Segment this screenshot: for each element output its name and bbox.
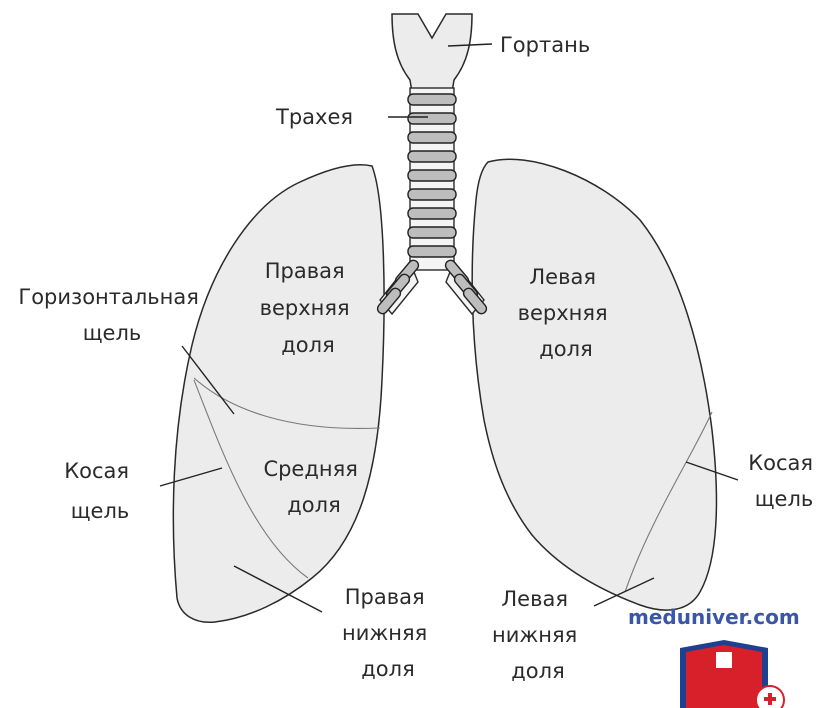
oblique-fissure-left-label: Косая щель xyxy=(748,451,820,511)
middle-lobe-label: Средняя доля xyxy=(263,457,364,517)
right-lower-lobe-leader xyxy=(233,565,323,613)
horizontal-fissure-label: Горизонтальная щель xyxy=(18,285,205,345)
right-bronchus-rings xyxy=(376,259,420,315)
oblique-fissure-right-leader xyxy=(159,467,223,487)
right-lower-lobe-label: Правая нижняя доля xyxy=(342,585,434,681)
trachea-label: Трахея xyxy=(275,105,353,129)
larynx xyxy=(391,13,473,93)
left-lower-lobe-label: Левая нижняя доля xyxy=(492,587,584,683)
left-lung xyxy=(471,158,718,611)
left-lower-lobe-leader xyxy=(593,577,655,607)
right-oblique-fissure-line xyxy=(193,379,309,579)
larynx-label: Гортань xyxy=(500,33,590,57)
watermark-text: meduniver.com xyxy=(628,605,800,629)
right-lung xyxy=(172,164,385,623)
oblique-fissure-right-label: Косая щель xyxy=(64,459,136,523)
left-oblique-fissure-line xyxy=(624,411,713,593)
oblique-fissure-left-leader xyxy=(685,461,739,481)
horizontal-fissure-leader xyxy=(181,345,235,415)
left-bronchus-rings xyxy=(444,259,488,315)
right-horizontal-fissure-line xyxy=(193,377,381,430)
watermark-shield-icon xyxy=(680,640,785,708)
trachea-rings xyxy=(407,93,457,258)
right-upper-lobe-label: Правая верхняя доля xyxy=(260,259,357,357)
larynx-leader xyxy=(447,43,493,47)
left-upper-lobe-label: Левая верхняя доля xyxy=(518,265,615,361)
